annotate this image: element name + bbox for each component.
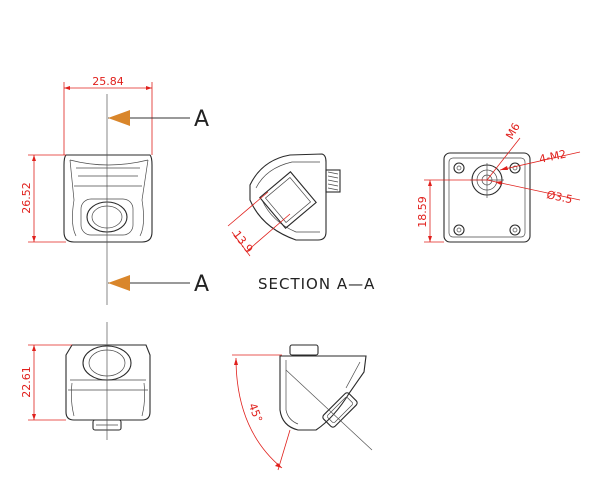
dim-angle-value: 45° [246,401,265,424]
dim-height-back: 18.59 [416,179,487,243]
back-view-callouts: M6 4-M2 Ø3.5 [486,121,581,206]
dim-section-wall-value: 13.9 [230,228,255,255]
dim-height-bottom-value: 22.61 [20,366,33,398]
side-view [279,344,373,451]
dim-height-left: 26.52 [20,154,66,243]
dim-hole-dia-value: Ø3.5 [545,188,573,206]
dim-height-left-value: 26.52 [20,182,33,214]
section-view: 13.9 [227,153,341,257]
dim-height-back-value: 18.59 [416,196,429,228]
dim-width-top: 25.84 [63,75,153,155]
section-arrow-bottom: A [108,272,209,297]
section-title: SECTION A—A [258,275,375,293]
dim-screws-value: 4-M2 [538,148,568,166]
section-arrow-top: A [108,107,209,132]
bottom-view [65,322,151,440]
dim-height-bottom: 22.61 [20,344,72,421]
front-view [63,94,153,305]
section-arrow-top-letter: A [194,107,209,132]
dim-width-top-value: 25.84 [92,75,124,88]
section-arrow-bottom-letter: A [194,272,209,297]
dim-angle: 45° [232,354,291,471]
